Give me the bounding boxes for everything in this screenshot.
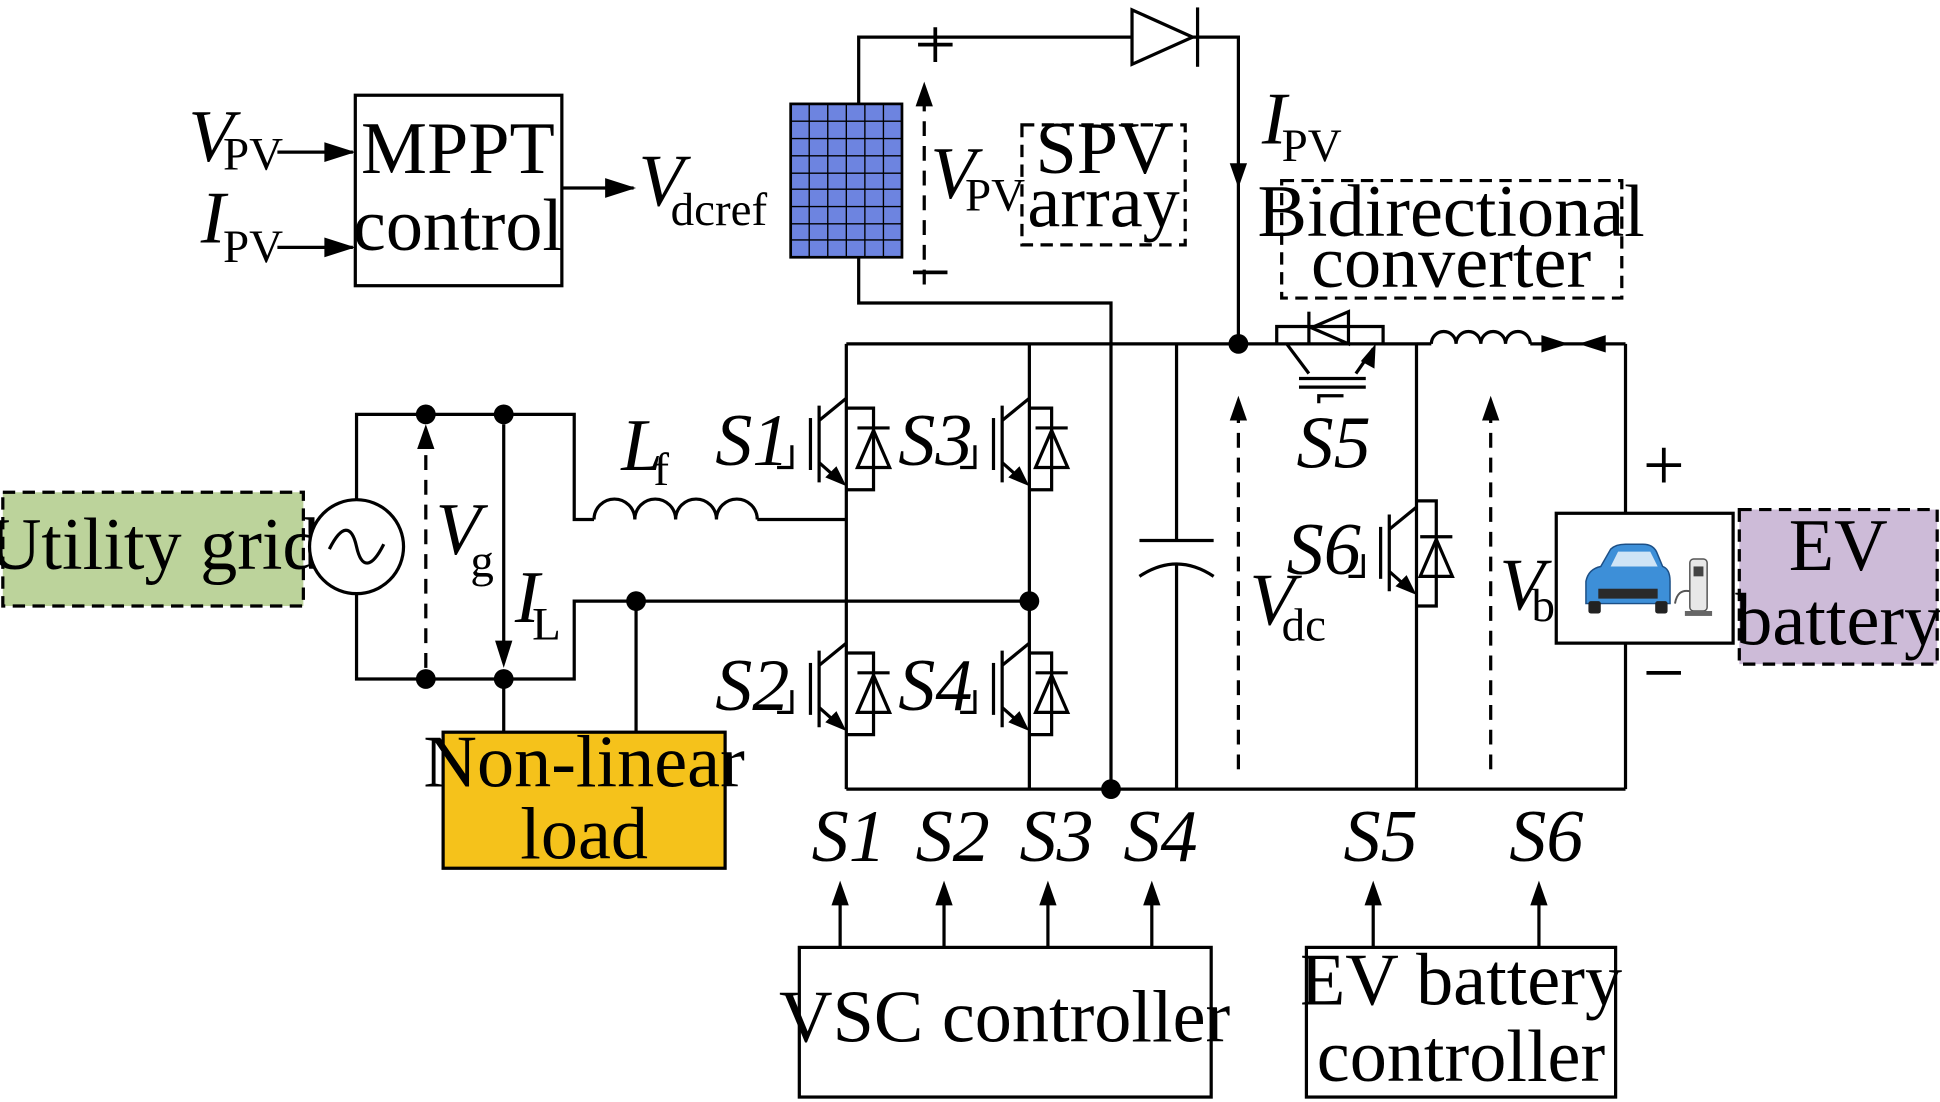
vdcref-symbol: V	[639, 140, 692, 222]
load-current-il: I L	[495, 424, 561, 668]
vsc-controller-label: VSC controller	[779, 976, 1231, 1058]
pv-wiring	[857, 35, 1248, 788]
electric-car-charging-icon	[1585, 543, 1713, 616]
dc-voltage-vdc: V dc	[1229, 395, 1326, 770]
filter-inductor-lf: L f	[592, 405, 847, 522]
igbt-s2: S2	[715, 641, 893, 737]
pv-plus: +	[914, 4, 956, 86]
il-sub: L	[532, 598, 561, 650]
ev-battery-block: EV battery	[1735, 505, 1940, 666]
ev-battery-controller-block: EV battery controller	[1300, 939, 1622, 1099]
ipv-input-sub: PV	[223, 221, 283, 273]
battery-plus: +	[1643, 425, 1685, 507]
ipv-input-symbol: I	[200, 177, 229, 259]
vb-sub: b	[1532, 580, 1556, 632]
vsc-gate-signals: S1 S2 S3 S4	[812, 796, 1198, 948]
ev-label: EV	[1789, 505, 1888, 587]
converter-label: converter	[1311, 222, 1591, 304]
nonlinear-load-block: Non-linear load	[423, 722, 745, 876]
ev-gate-signals: S5 S6	[1344, 796, 1583, 948]
spv-label: SPV	[1036, 108, 1172, 190]
utility-grid-block: Utility grid	[0, 490, 320, 608]
array-label: array	[1027, 161, 1179, 243]
gate-s4-label: S4	[1123, 796, 1197, 878]
il-symbol: I	[514, 557, 543, 639]
vdc-sub: dc	[1282, 600, 1326, 652]
vdcref-sub: dcref	[671, 184, 768, 236]
battery-label: battery	[1735, 579, 1940, 661]
vsc-bridge-wiring	[844, 333, 1626, 799]
mppt-input-vpv: V PV	[188, 96, 356, 180]
s3-label: S3	[898, 400, 972, 482]
vsc-controller-block: VSC controller	[779, 945, 1231, 1099]
s4-label: S4	[898, 645, 972, 727]
ev-controller-label-1: EV battery	[1300, 939, 1622, 1021]
s6-label: S6	[1287, 509, 1361, 591]
grid-voltage-vg: V g	[417, 424, 494, 668]
gate-s1-label: S1	[812, 796, 886, 878]
igbt-s4: S4	[898, 641, 1071, 737]
vdc-symbol: V	[1250, 560, 1303, 642]
gate-s2-label: S2	[916, 796, 990, 878]
ev-icon-box	[1554, 511, 1735, 645]
vg-symbol: V	[436, 489, 489, 571]
vpv-input-sub: PV	[223, 128, 283, 180]
s1-label: S1	[715, 400, 789, 482]
mppt-control-block: MPPT control	[353, 93, 564, 288]
pv-diode	[1130, 7, 1200, 67]
igbt-s3: S3	[898, 397, 1071, 492]
lf-symbol: L	[620, 405, 662, 487]
gate-s3-label: S3	[1019, 796, 1093, 878]
mppt-label: MPPT	[361, 108, 555, 190]
utility-grid-label: Utility grid	[0, 504, 320, 586]
control-label: control	[353, 185, 563, 267]
vb-symbol: V	[1499, 545, 1552, 627]
pv-voltage-vpv: + − V PV	[909, 4, 1025, 314]
ipv-symbol: I	[1261, 78, 1290, 160]
ipv-sub: PV	[1282, 120, 1342, 172]
grid-wiring	[354, 404, 1030, 733]
vg-sub: g	[470, 535, 494, 587]
ev-battery-terminal-signs: + −	[1643, 425, 1685, 715]
pv-minus: −	[909, 232, 951, 314]
battery-minus: −	[1643, 633, 1685, 715]
ac-source	[307, 498, 406, 596]
bidirectional-converter-label: Bidirectional converter	[1257, 171, 1644, 304]
gate-s5-label: S5	[1344, 796, 1418, 878]
vpv-sub: PV	[965, 169, 1025, 221]
mppt-output-vdcref: V dcref	[561, 140, 768, 236]
vpv-symbol: V	[930, 133, 983, 215]
spv-array-label: SPV array	[1020, 108, 1187, 247]
battery-inductor	[1416, 329, 1628, 790]
igbt-s6: S6	[1287, 343, 1455, 790]
nonlinear-label: Non-linear	[423, 722, 745, 804]
battery-voltage-vb: V b	[1482, 395, 1556, 770]
s2-label: S2	[715, 645, 789, 727]
ipv-current-label: I PV	[1261, 78, 1342, 171]
pv-panel	[789, 102, 904, 259]
igbt-s5: S5	[1275, 309, 1385, 485]
mppt-input-ipv: I PV	[200, 177, 356, 273]
dc-link-capacitor	[1138, 343, 1215, 790]
igbt-s1: S1	[715, 397, 893, 492]
vpv-input-symbol: V	[188, 96, 241, 178]
s5-label: S5	[1297, 403, 1371, 485]
ev-controller-label-2: controller	[1317, 1016, 1606, 1098]
lf-sub: f	[653, 444, 669, 496]
bidirectional-label: Bidirectional	[1257, 171, 1644, 253]
gate-s6-label: S6	[1509, 796, 1583, 878]
load-label: load	[520, 793, 648, 875]
